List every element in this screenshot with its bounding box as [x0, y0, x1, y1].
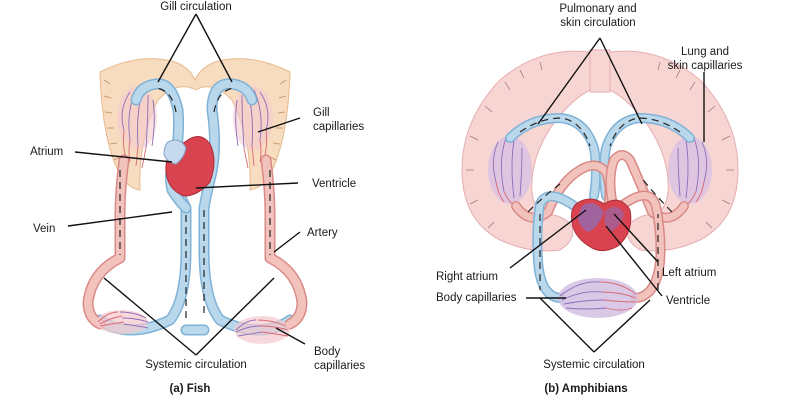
label-systemic-circulation-fish: Systemic circulation — [145, 359, 247, 371]
amphibian-body-capillaries — [558, 278, 638, 318]
fish-gill-ticks — [103, 79, 287, 161]
fish-body-capillaries-left — [96, 310, 149, 334]
amphibian-flow-arrows — [519, 117, 681, 290]
label-systemic-circulation-amphibian: Systemic circulation — [543, 359, 645, 371]
label-pulmonary-1: Pulmonary and — [559, 3, 636, 15]
amphibian-left-lung-capillaries — [488, 136, 532, 207]
label-lung-skin-1: Lung and — [681, 46, 729, 58]
caption-amphibians: (b) Amphibians — [544, 383, 627, 395]
amphibian-heart — [571, 198, 632, 252]
label-body-capillaries-1: Body — [314, 346, 340, 358]
amphibian-lung-ticks — [466, 61, 734, 229]
label-ventricle: Ventricle — [312, 178, 356, 190]
amphibian-diagram: Pulmonary and skin circulation Lung and … — [436, 3, 743, 395]
amphibian-trachea — [589, 49, 611, 93]
label-artery: Artery — [307, 227, 338, 239]
fish-diagram: Gill circulation Gill capillaries Atrium… — [30, 1, 365, 395]
label-gill-capillaries-2: capillaries — [313, 121, 364, 133]
amphibian-leader-lines — [509, 37, 705, 353]
label-body-capillaries-2: capillaries — [314, 360, 365, 372]
label-pulmonary-2: skin circulation — [560, 17, 635, 29]
label-body-capillaries: Body capillaries — [436, 292, 517, 304]
amphibian-systemic-vessels — [532, 190, 666, 303]
fish-right-gill-capillaries — [233, 86, 273, 169]
label-atrium: Atrium — [30, 146, 63, 158]
fish-body-capillaries-right — [234, 316, 290, 344]
label-gill-capillaries-1: Gill — [313, 107, 330, 119]
label-right-atrium: Right atrium — [436, 271, 498, 283]
fish-left-gill-capillaries — [117, 86, 157, 169]
caption-fish: (a) Fish — [170, 383, 211, 395]
fish-arterial-vessels — [82, 154, 308, 330]
fish-leader-lines — [67, 13, 306, 356]
label-vein: Vein — [33, 223, 55, 235]
label-lung-skin-2: skin capillaries — [668, 60, 743, 72]
fish-atrium — [163, 139, 187, 165]
fish-heart — [163, 136, 215, 197]
label-gill-circulation: Gill circulation — [160, 1, 232, 13]
label-left-atrium: Left atrium — [662, 267, 716, 279]
label-ventricle-amphibian: Ventricle — [666, 295, 710, 307]
